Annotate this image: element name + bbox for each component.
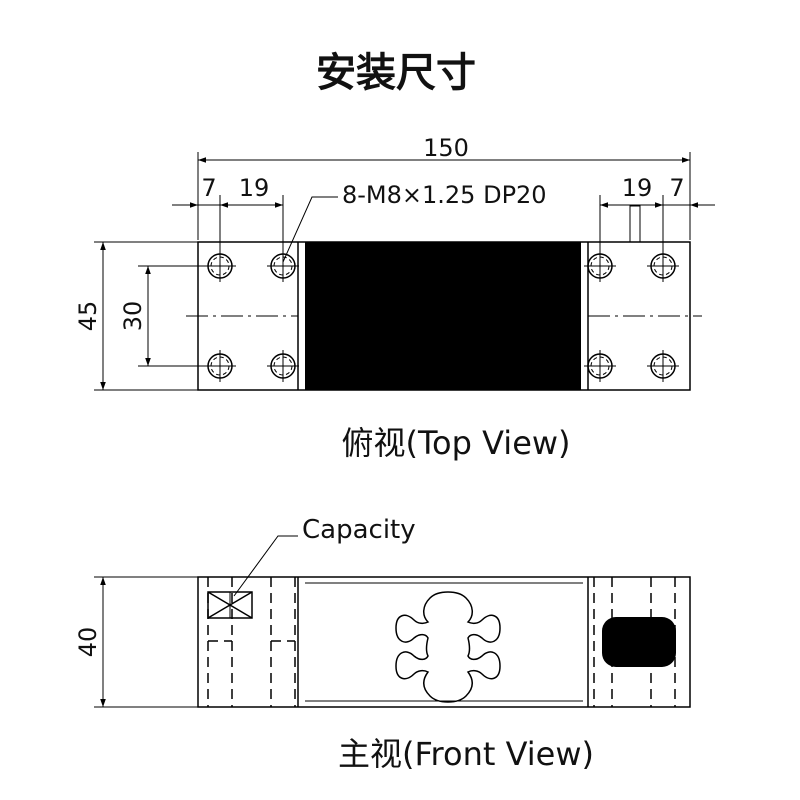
mounting-hole [267, 350, 299, 382]
capacity-marking-box [207, 591, 253, 619]
dimension-front-height: 40 [74, 576, 198, 708]
svg-text:Capacity: Capacity [302, 515, 416, 545]
dimension-height: 45 [74, 241, 198, 391]
mounting-hole [584, 250, 616, 282]
mounting-hole [267, 250, 299, 282]
dimension-overall-length: 150 [197, 134, 691, 240]
svg-text:19: 19 [239, 174, 270, 202]
mounting-hole [204, 250, 236, 282]
flexure-cutout [395, 591, 501, 703]
hole-callout: 8-M8×1.25 DP20 [282, 181, 547, 263]
front-view-caption: 主视(Front View) [338, 735, 594, 773]
mounting-hole [204, 350, 236, 382]
svg-text:19: 19 [622, 174, 653, 202]
svg-text:45: 45 [74, 301, 102, 332]
cable-outlet [602, 617, 676, 667]
top-view-tab-mark [629, 205, 641, 243]
svg-text:150: 150 [423, 134, 469, 162]
dimension-left-spacing: 7 19 [172, 174, 284, 252]
front-view-body-outline [197, 576, 691, 708]
capacity-callout: Capacity [233, 515, 416, 597]
svg-text:7: 7 [201, 174, 216, 202]
svg-text:30: 30 [119, 301, 147, 332]
page-title: 安装尺寸 [316, 50, 476, 96]
mounting-hole [584, 350, 616, 382]
svg-text:8-M8×1.25 DP20: 8-M8×1.25 DP20 [342, 181, 547, 209]
svg-text:40: 40 [74, 627, 102, 658]
top-view-caption: 俯视(Top View) [341, 424, 570, 462]
dimension-right-spacing: 19 7 [599, 174, 715, 252]
top-view-label-area [305, 242, 581, 390]
mounting-hole [647, 250, 679, 282]
front-view: Capacity 40 主视(Front View) [74, 515, 691, 773]
mounting-hole [647, 350, 679, 382]
svg-text:7: 7 [669, 174, 684, 202]
dimension-hole-spacing: 30 [119, 265, 206, 367]
top-view: 150 7 19 19 7 8-M8×1.25 DP20 [74, 134, 715, 462]
